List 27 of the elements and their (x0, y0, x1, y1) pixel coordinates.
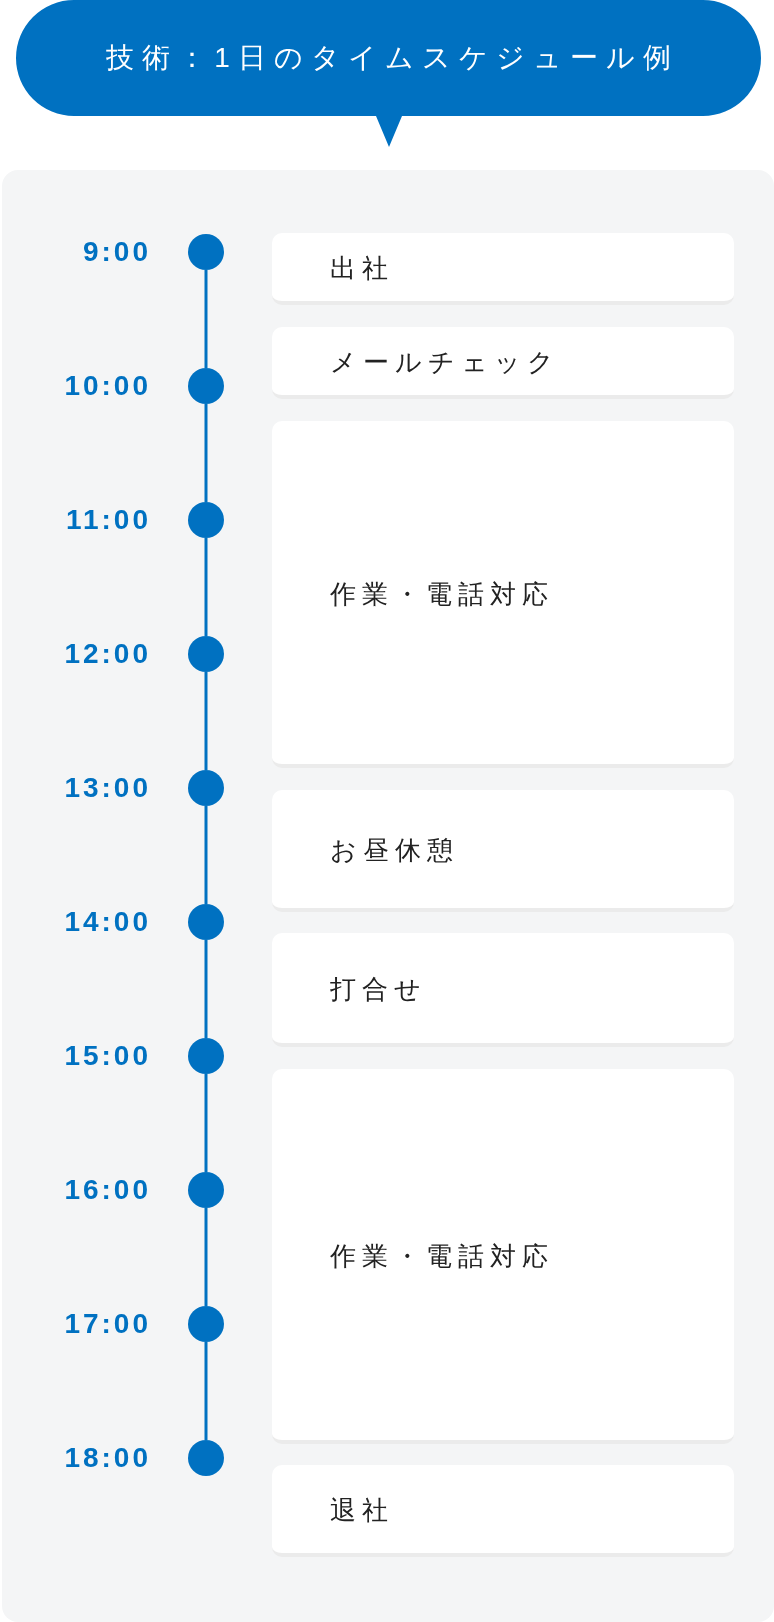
activity-text: お昼休憩 (330, 834, 459, 868)
timeline-line (204, 404, 208, 502)
time-label: 9:00 (82, 236, 151, 268)
activity-text: 打合せ (330, 973, 427, 1007)
activity-text: メールチェック (330, 346, 560, 380)
timeline-line (204, 1074, 208, 1172)
timeline-line (204, 672, 208, 770)
time-label: 16:00 (64, 1174, 151, 1206)
time-label: 13:00 (64, 772, 151, 804)
diagram-title: 技術：1日のタイムスケジュール例 (105, 41, 679, 75)
time-label: 11:00 (65, 504, 151, 536)
timeline-line (204, 1208, 208, 1306)
time-label: 14:00 (64, 906, 151, 938)
activity-text: 出社 (330, 252, 394, 286)
timeline-line (204, 1342, 208, 1440)
timeline-line (204, 538, 208, 636)
time-label: 12:00 (64, 638, 151, 670)
activity-text: 退社 (330, 1494, 394, 1528)
timeline-line (204, 806, 208, 904)
time-label: 10:00 (64, 370, 151, 402)
time-label: 15:00 (64, 1040, 151, 1072)
timeline-line (204, 270, 208, 368)
time-label: 18:00 (64, 1442, 151, 1474)
activity-text: 作業・電話対応 (330, 1239, 554, 1273)
activity-text: 作業・電話対応 (330, 577, 554, 611)
timeline-line (204, 940, 208, 1038)
time-label: 17:00 (64, 1308, 151, 1340)
